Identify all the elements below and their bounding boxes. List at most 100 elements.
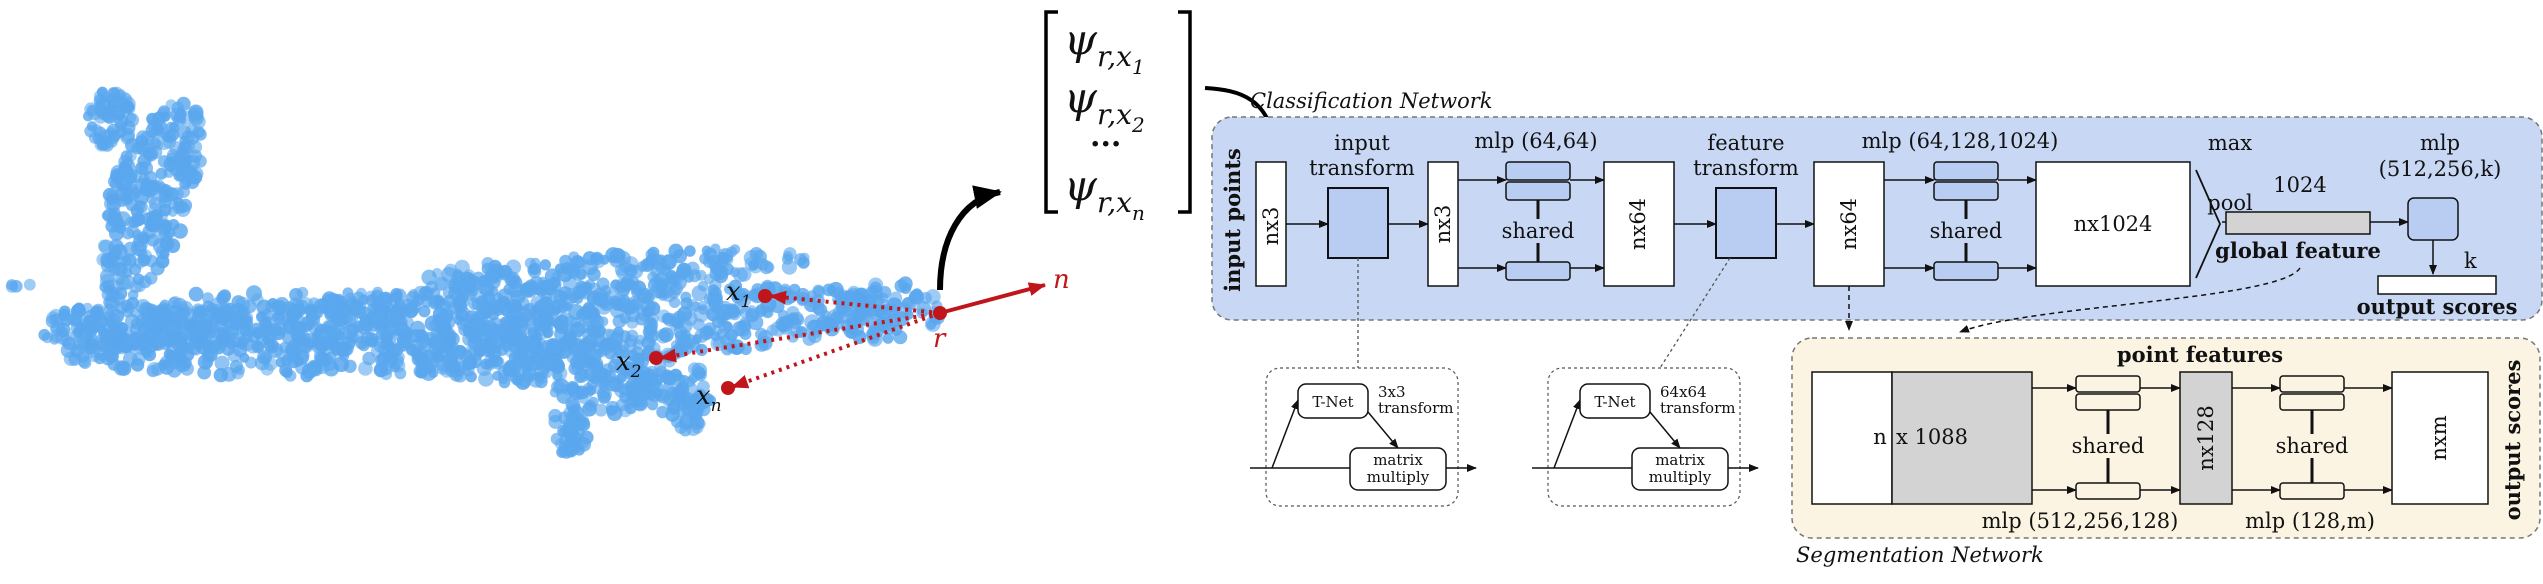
cloud-point	[836, 300, 850, 315]
cloud-point	[498, 264, 512, 278]
cloud-point	[564, 444, 578, 458]
cloud-point	[591, 325, 605, 339]
segmentation-title: Segmentation Network	[1796, 543, 2044, 567]
cloud-point	[539, 259, 552, 271]
cloud-point	[576, 436, 589, 449]
cloud-point	[488, 354, 500, 366]
cloud-point	[55, 330, 70, 345]
nx64-block-b	[1813, 161, 1885, 287]
cloud-point	[612, 326, 624, 338]
cloud-point	[478, 338, 490, 351]
cloud-point	[873, 317, 889, 332]
cloud-point	[191, 310, 205, 324]
cloud-point	[786, 313, 800, 326]
cloud-point	[157, 155, 171, 168]
cloud-point	[463, 345, 478, 361]
cloud-point	[582, 401, 597, 417]
cloud-point	[630, 298, 642, 310]
cloud-point	[668, 243, 684, 259]
cloud-point	[619, 260, 633, 273]
cloud-point	[867, 284, 883, 300]
cloud-point	[710, 261, 726, 277]
cloud-point	[275, 356, 287, 368]
cloud-point	[189, 322, 203, 337]
cloud-point	[124, 303, 135, 314]
cloud-point	[231, 295, 246, 309]
cloud-point	[725, 341, 737, 353]
cloud-point	[140, 302, 156, 318]
cloud-point	[660, 254, 676, 271]
svg-text:ψr,x2: ψr,x2	[1064, 73, 1145, 137]
cloud-point	[176, 337, 189, 350]
cloud-point	[365, 310, 380, 326]
cloud-point	[895, 302, 912, 319]
cloud-point	[424, 315, 441, 332]
cloud-point	[431, 268, 443, 279]
cloud-point	[894, 279, 908, 293]
cloud-point	[176, 96, 191, 111]
cloud-point	[712, 337, 724, 349]
cloud-point	[227, 348, 242, 363]
cloud-point	[179, 167, 192, 179]
cloud-point	[565, 262, 580, 277]
seg-mlp2-label: mlp (128,m)	[2245, 509, 2375, 533]
cloud-point	[627, 387, 644, 404]
seg-nxm-label: nxm	[2427, 415, 2451, 460]
cloud-point	[925, 289, 941, 305]
cloud-point	[532, 316, 546, 330]
cloud-point	[690, 396, 703, 408]
cloud-point	[680, 297, 693, 310]
cloud-point	[546, 338, 560, 351]
seg-1088-block	[1891, 371, 2033, 505]
cloud-point	[532, 342, 545, 355]
cloud-point	[172, 223, 188, 239]
cloud-point	[582, 301, 595, 314]
cloud-point	[788, 283, 801, 296]
mlp2-label: mlp (64,128,1024)	[1862, 129, 2059, 153]
label-r: r	[933, 324, 947, 354]
cloud-point	[598, 376, 610, 387]
cloud-point	[179, 306, 194, 321]
cloud-point	[425, 280, 438, 293]
cloud-point	[651, 373, 664, 385]
cloud-point	[358, 361, 373, 376]
cloud-point	[159, 184, 174, 199]
cloud-point	[165, 99, 177, 111]
cloud-point	[203, 339, 216, 352]
cloud-point	[114, 114, 129, 129]
cloud-point	[70, 321, 85, 335]
cloud-point	[300, 320, 312, 333]
cloud-point	[655, 272, 671, 288]
cloud-point	[646, 312, 659, 325]
seg-output-scores-label: output scores	[2500, 360, 2525, 521]
cloud-point	[335, 341, 350, 356]
cloud-point	[616, 278, 627, 289]
cloud-point	[748, 314, 764, 331]
point-x2	[649, 351, 663, 365]
mlp2-shared: shared	[1930, 219, 2003, 243]
cloud-point	[109, 308, 124, 324]
cloud-point	[307, 360, 324, 377]
cloud-point	[648, 390, 661, 403]
cloud-point	[766, 324, 779, 337]
cloud-point	[624, 402, 637, 415]
cloud-point	[729, 244, 741, 255]
global-feature-bar	[2225, 211, 2371, 235]
cloud-point	[151, 362, 165, 376]
cloud-point	[544, 268, 560, 284]
label-n: n	[1053, 265, 1070, 295]
seg-n-block	[1811, 371, 1893, 505]
cloud-point	[423, 332, 437, 346]
cloud-point	[567, 337, 584, 354]
cloud-point	[273, 322, 288, 336]
cloud-point	[576, 417, 591, 432]
cloud-point	[96, 252, 110, 267]
cloud-point	[127, 183, 139, 195]
cloud-point	[890, 323, 903, 336]
seg-1088-label: x 1088	[1896, 425, 1968, 449]
